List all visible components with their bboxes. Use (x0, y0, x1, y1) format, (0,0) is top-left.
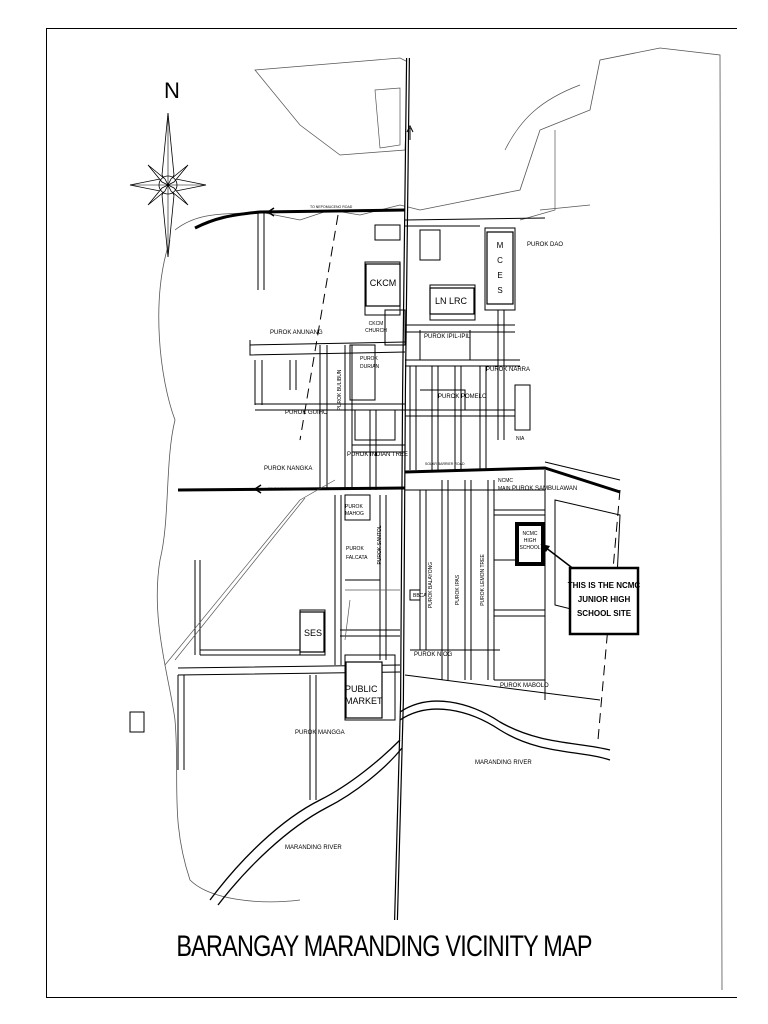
ckcm-church-label-1: CKCM (369, 321, 384, 327)
north-label: N (164, 78, 180, 103)
dashed-line-1 (299, 214, 339, 441)
mces-label-e: E (497, 271, 502, 280)
map-frame (46, 28, 737, 998)
public-market-label-1: PUBLIC (345, 684, 378, 694)
callout-line-3: SCHOOL SITE (577, 609, 632, 618)
ncmc-main-label-1: NCMC (498, 478, 513, 484)
diagonal-lines (164, 479, 400, 666)
ncmc-hs-label-3: SCHOOL (519, 545, 540, 551)
purok-mabolo-label: PUROK MABOLO (500, 683, 549, 689)
mces-label-c: C (497, 256, 503, 265)
ckcm-label: CKCM (370, 278, 397, 288)
purok-falcata-label-1: PUROK (346, 546, 364, 552)
road-arrow-up (406, 124, 414, 140)
ckcm-church-label-2: CHURCH (365, 328, 387, 334)
public-market-building (345, 661, 383, 719)
east-road (404, 466, 621, 494)
main-road-inner (395, 57, 409, 921)
public-market-label-2: MARKET (345, 696, 383, 706)
callout-line-1: THIS IS THE NCMC (568, 581, 641, 590)
ncmc-hs-label-2: HIGH (524, 538, 537, 544)
mces-label-s: S (497, 286, 502, 295)
ncmc-high-school-building (515, 522, 545, 566)
purok-bulibun-label: PUROK BULIBUN (337, 369, 343, 410)
east-streets (404, 217, 621, 701)
purok-pomelo-label: PUROK POMELO (438, 394, 487, 400)
purok-narra-label: PUROK NARRA (486, 367, 530, 373)
west-streets (249, 212, 406, 490)
river-east (399, 708, 611, 761)
callout-box (568, 566, 640, 636)
dashed-line-2 (597, 489, 621, 741)
middle-road-arrow (254, 484, 268, 494)
river-east-b (399, 700, 611, 751)
river-east-label: MARANDING RIVER (475, 760, 532, 766)
purok-mahogany-label-2: MAHOG (345, 511, 364, 517)
small-square-marker (129, 711, 145, 733)
ses-label: SES (304, 628, 322, 638)
nia-label: NIA (516, 436, 525, 442)
compass-rose-icon (129, 112, 207, 258)
bbca-label: BBCA (413, 593, 427, 599)
north-parcel (254, 57, 409, 156)
purok-balayong-label: PUROK BALAYONG (428, 562, 434, 608)
purok-indian-tree-label: PUROK INDIAN TREE (347, 452, 408, 458)
purok-lemon-tree-label: PUROK LEMON TREE (480, 554, 486, 606)
purok-durian-label-2: DURIAN (360, 364, 380, 370)
river-south (209, 739, 401, 901)
north-parcel-inner (374, 87, 401, 149)
ckcm-building (365, 263, 401, 307)
ne-boundary (504, 84, 591, 221)
purok-ipil-ipil-label: PUROK IPIL-IPIL (424, 334, 471, 340)
road-east-label: SOLAR BARRIER ROAD (425, 462, 465, 466)
purok-sambulawan-label: PUROK SAMBULAWAN (512, 486, 577, 492)
purok-durian-label-1: PUROK (360, 356, 378, 362)
purok-mangga-label: PUROK MANGGA (295, 730, 345, 736)
purok-mahogany-label-1: PUROK (345, 504, 363, 510)
ncmc-main-label-2: MAIN (498, 486, 511, 492)
ncmc-hs-label-1: NCMC (523, 531, 538, 537)
upper-road-arrow (267, 207, 282, 217)
purok-falcata-label-2: FALCATA (346, 555, 368, 561)
purok-dao-label: PUROK DAO (527, 242, 563, 248)
ln-lrc-label: LN LRC (435, 296, 468, 306)
purok-guiho-label: PUROK GUIHO (285, 410, 328, 416)
mces-label-m: M (497, 241, 504, 250)
east-road-2 (544, 461, 621, 481)
purok-nangka-label: PUROK NANGKA (264, 466, 312, 472)
purok-ipas-label: PUROK IPAS (455, 574, 461, 605)
middle-road-label: TO PANTAR AND TAPPING BOUNDARY (268, 487, 333, 491)
ses-building (299, 611, 325, 653)
middle-road (177, 486, 406, 492)
map-title: BARANGAY MARANDING VICINITY MAP (176, 930, 592, 963)
callout-line-2: JUNIOR HIGH (578, 595, 631, 604)
callout-arrowhead (541, 544, 550, 552)
purok-anunang-label: PUROK ANUNANG (270, 330, 323, 336)
southwest-streets (177, 494, 421, 800)
upper-road (194, 208, 406, 230)
mces-building (486, 231, 514, 305)
river-south-b (217, 747, 403, 906)
purok-santol-label: PUROK SANTOL (377, 525, 383, 564)
purok-niog-label: PUROK NIOG (414, 652, 453, 658)
upper-road-label: TO NEPOMUCENO ROAD (310, 205, 353, 209)
region-boundary (156, 47, 723, 991)
river-south-label: MARANDING RIVER (285, 845, 342, 851)
ln-lrc-building (429, 287, 475, 315)
